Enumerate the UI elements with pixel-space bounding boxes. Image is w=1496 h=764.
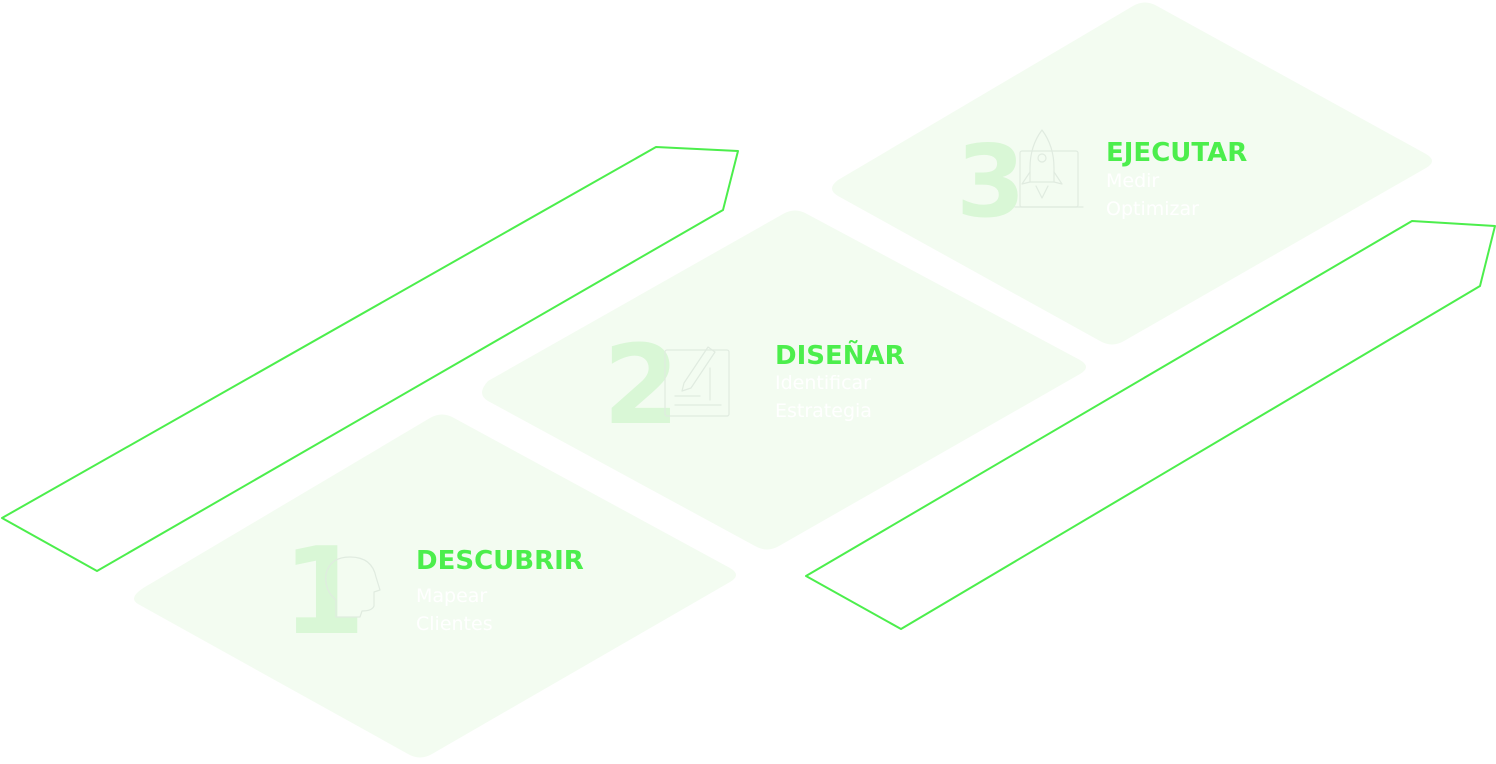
- arrows: [1, 146, 1496, 630]
- step-3-tile: [832, 2, 1432, 345]
- head-profile-icon: [325, 556, 381, 618]
- step-2-subtitle-1: Identificar: [775, 372, 871, 394]
- step-3-subtitle-2: Optimizar: [1106, 198, 1199, 220]
- tiles: [134, 2, 1432, 758]
- arrow-left: [1, 146, 739, 572]
- step-2-number: 2: [603, 321, 680, 449]
- step-2-subtitle-2: Estrategia: [775, 400, 872, 422]
- step-2: 2 DISEÑAR Identificar Estrategia: [603, 321, 905, 449]
- step-3-number: 3: [956, 123, 1026, 240]
- arrow-right: [805, 220, 1496, 630]
- step-1-number: 1: [282, 523, 366, 662]
- step-2-tile: [482, 210, 1086, 550]
- step-3-subtitle-1: Medir: [1106, 170, 1159, 192]
- step-1: 1 DESCUBRIR Mapear Clientes: [282, 523, 584, 662]
- step-1-tile: [134, 414, 736, 758]
- step-2-title: DISEÑAR: [775, 339, 905, 371]
- step-3-title: EJECUTAR: [1106, 138, 1247, 168]
- step-1-subtitle-2: Clientes: [416, 613, 493, 635]
- blueprint-pencil-icon: [664, 346, 730, 417]
- step-3: 3 EJECUTAR Medir Optimizar: [956, 123, 1247, 240]
- step-1-subtitle-1: Mapear: [416, 585, 487, 607]
- rocket-launch-icon: [1014, 129, 1084, 208]
- step-1-title: DESCUBRIR: [416, 546, 584, 576]
